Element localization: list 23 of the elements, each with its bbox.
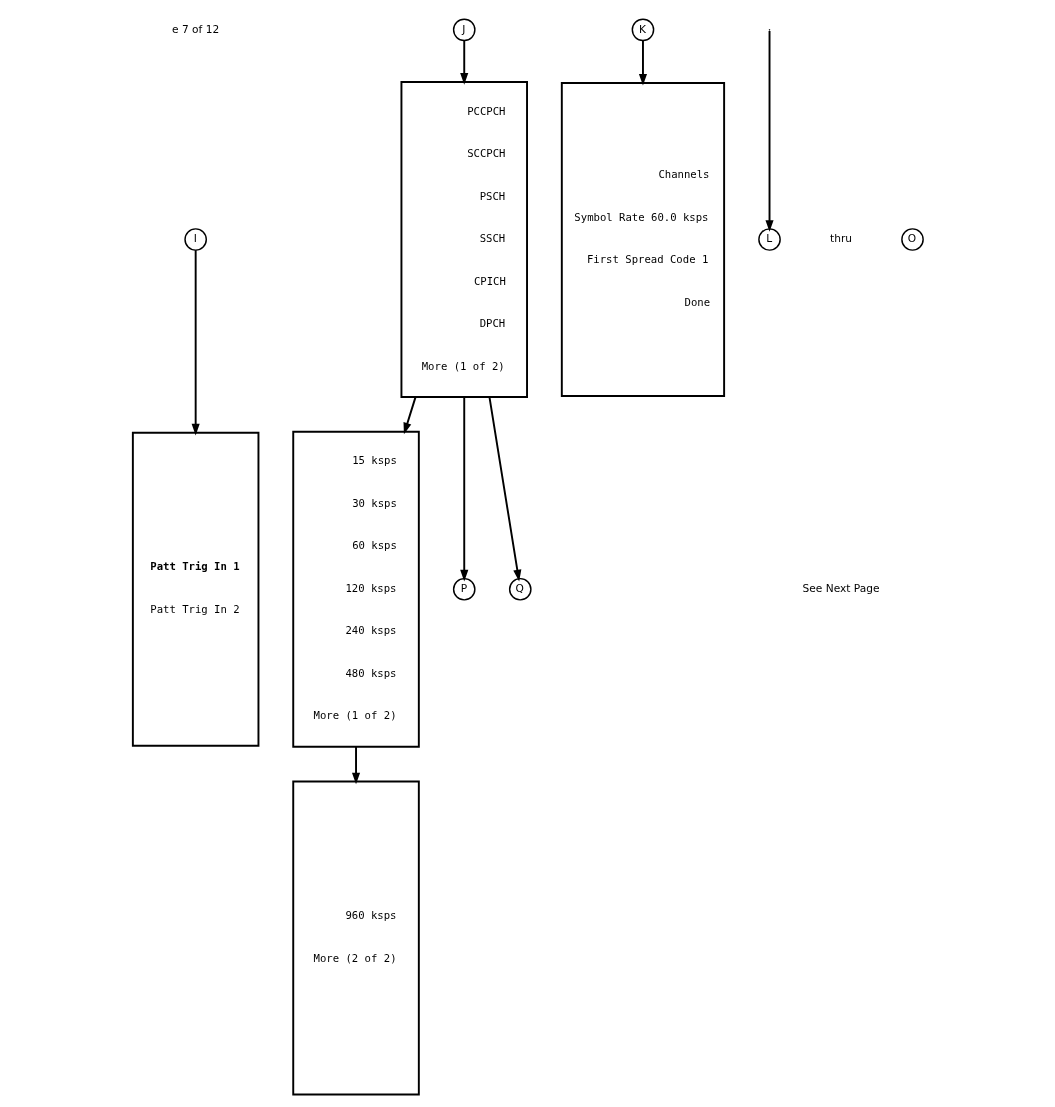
arrow (403, 396, 416, 435)
node-circle: P (452, 577, 476, 601)
arrow (459, 396, 468, 582)
node-circle: K (631, 18, 654, 42)
node-circle: L (757, 228, 781, 251)
node-circle: O (900, 228, 924, 251)
arrow (638, 39, 647, 86)
label: e 7 of 12 (171, 22, 219, 36)
arrow (488, 396, 521, 582)
node-circle: I (183, 228, 207, 251)
node-box: PCCPCH SCCPCH PSCH SSCH CPICH DPCH More (1 of 2) (399, 81, 528, 398)
arrow (351, 745, 360, 785)
arrow (191, 249, 200, 436)
label: thru (829, 232, 852, 246)
label: See Next Page (802, 581, 879, 595)
node-circle: J (452, 18, 476, 42)
arrow (459, 39, 468, 85)
node-box: 15 ksps 30 ksps 60 ksps 120 ksps 240 ksps 480 ksps More (1 of 2) (291, 430, 420, 748)
node-box: Patt Trig In 1 Patt Trig In 2 (131, 431, 259, 747)
node-box: 960 ksps More (2 of 2) (291, 780, 420, 1096)
arrow (764, 30, 774, 232)
node-circle: Q (508, 577, 532, 601)
node-box: Channels Symbol Rate 60.0 ksps First Spread Code 1 Done (560, 82, 725, 397)
